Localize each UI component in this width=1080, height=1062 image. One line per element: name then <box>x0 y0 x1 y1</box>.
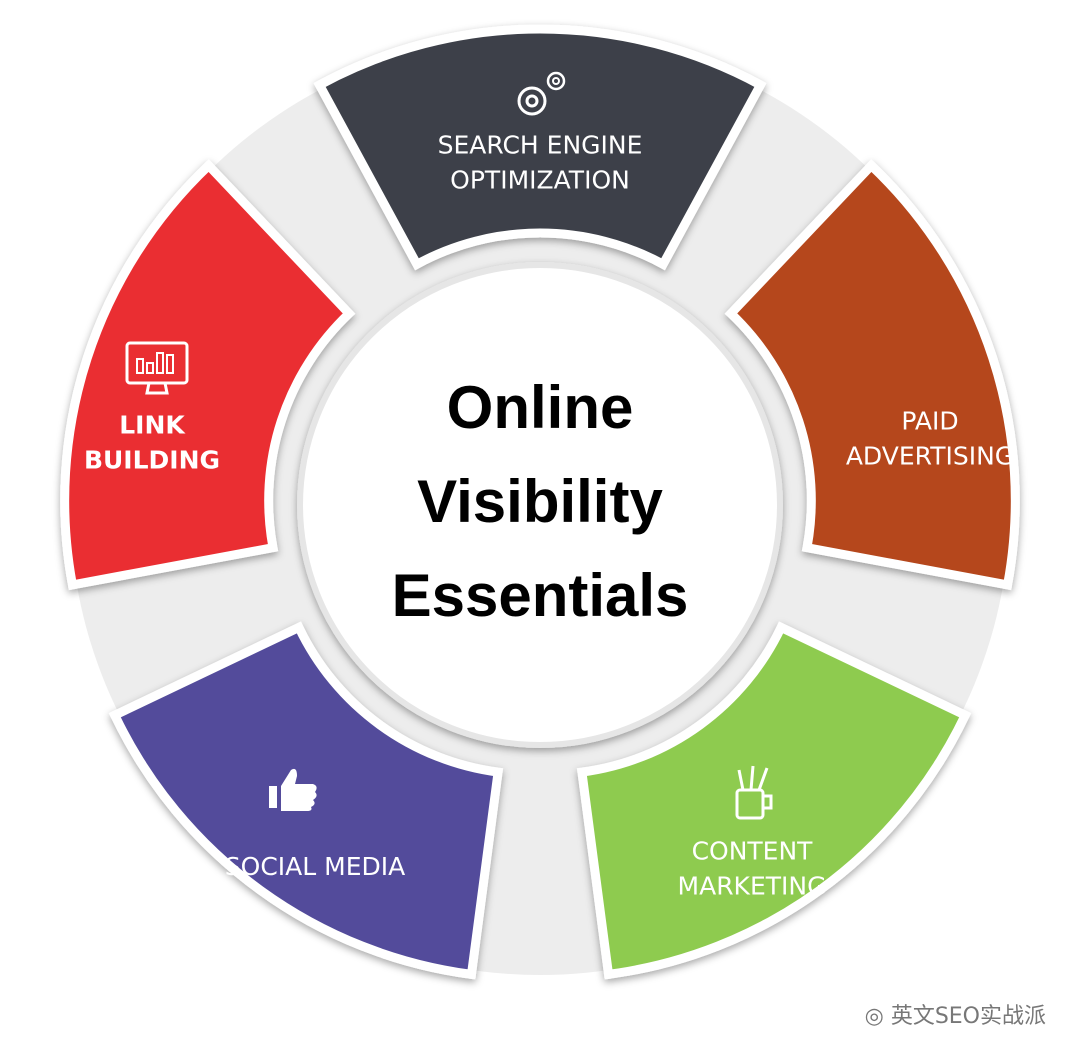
wechat-icon: ◎ <box>864 1004 891 1029</box>
monitor-chart-icon <box>125 341 189 395</box>
segment-label-content: CONTENT <box>692 837 814 866</box>
center-circle <box>297 262 783 748</box>
segment-label-seo: OPTIMIZATION <box>450 166 630 195</box>
segment-label-link: BUILDING <box>84 446 220 475</box>
segment-shape-seo <box>313 24 767 271</box>
segment-shape-content <box>576 621 972 980</box>
segment-label-seo: SEARCH ENGINE <box>438 131 643 160</box>
segment-label-link: LINK <box>119 411 186 440</box>
gears-icon <box>517 71 566 116</box>
mug-with-pencils-icon <box>735 765 773 820</box>
center-title-line-1: Online <box>447 374 634 441</box>
segment-label-content: MARKETING <box>678 872 827 901</box>
segment-shape-link <box>60 159 356 591</box>
watermark: ◎ 英文SEO实战派 <box>864 1004 1046 1029</box>
thumbs-up-icon <box>269 768 317 811</box>
segment-social: SOCIAL MEDIA <box>108 621 504 980</box>
segment-content: CONTENT MARKETING <box>576 621 972 980</box>
center-title-line-3: Essentials <box>392 562 689 629</box>
segment-label-paid: ADVERTISING <box>846 442 1014 471</box>
segment-shape-paid <box>724 159 1020 591</box>
segment-paid: PAID ADVERTISING <box>724 159 1020 591</box>
segment-seo: SEARCH ENGINE OPTIMIZATION <box>313 24 767 271</box>
segment-label-paid: PAID <box>901 407 958 436</box>
segment-link: LINK BUILDING <box>60 159 356 591</box>
segment-label-social: SOCIAL MEDIA <box>225 852 405 881</box>
center-title-line-2: Visibility <box>417 468 663 535</box>
